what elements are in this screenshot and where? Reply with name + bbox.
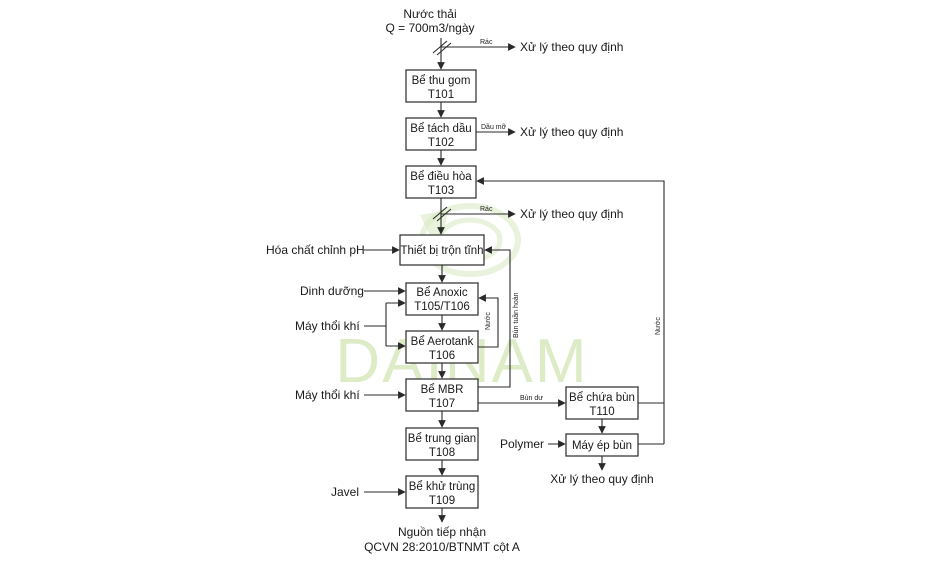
main-flow-lines — [432, 38, 452, 523]
svg-text:T110: T110 — [589, 406, 614, 418]
svg-text:Bể MBR: Bể MBR — [421, 384, 464, 396]
label-nuoc-1: Nước — [485, 312, 492, 330]
svg-text:T101: T101 — [428, 89, 454, 101]
disposal-4: Xử lý theo quy định — [550, 472, 653, 486]
svg-text:Bể chứa bùn: Bể chứa bùn — [569, 392, 635, 404]
input-chem-ph: Hóa chất chỉnh pH — [266, 243, 365, 257]
box-t101: Bể thu gom T101 — [405, 69, 477, 103]
disposal-2: Xử lý theo quy định — [520, 125, 623, 139]
recirculation-lines — [476, 177, 665, 445]
svg-text:T103: T103 — [428, 185, 454, 197]
svg-text:T106: T106 — [429, 350, 455, 362]
svg-text:T109: T109 — [429, 495, 455, 507]
box-anoxic: Bể Anoxic T105/T106 — [405, 282, 479, 316]
box-t102: Bể tách dầu T102 — [405, 117, 477, 151]
label-dau-mo: Dầu mỡ — [481, 122, 507, 131]
svg-text:Thiết bị trộn tĩnh: Thiết bị trộn tĩnh — [400, 245, 483, 257]
svg-text:T105/T106: T105/T106 — [414, 301, 470, 313]
input-nutrient: Dinh dưỡng — [300, 284, 364, 298]
svg-text:Bể tách dầu: Bể tách dầu — [410, 123, 471, 135]
box-t109: Bể khử trùng T109 — [405, 475, 479, 509]
discharge-standard: QCVN 28:2010/BTNMT cột A — [364, 540, 520, 554]
svg-text:Máy ép bùn: Máy ép bùn — [572, 440, 632, 452]
svg-text:Bể trung gian: Bể trung gian — [408, 433, 476, 445]
side-input-lines — [364, 246, 566, 496]
label-rac-2: Rác — [480, 206, 493, 213]
input-flow: Q = 700m3/ngày — [385, 21, 474, 35]
disposal-1: Xử lý theo quy định — [520, 40, 623, 54]
label-nuoc-2: Nước — [655, 317, 662, 335]
discharge-receiver: Nguồn tiếp nhận — [398, 525, 486, 539]
svg-text:Bể thu gom: Bể thu gom — [412, 75, 471, 87]
svg-text:Bể điều hòa: Bể điều hòa — [410, 171, 472, 183]
svg-text:T108: T108 — [429, 447, 455, 459]
label-rac-1: Rác — [480, 39, 493, 46]
svg-text:T102: T102 — [428, 137, 454, 149]
svg-text:T107: T107 — [429, 398, 455, 410]
label-bun-tuan-hoan: Bùn tuần hoàn — [511, 292, 520, 338]
disposal-branches — [441, 43, 606, 471]
box-t103: Bể điều hòa T103 — [405, 165, 477, 199]
svg-text:Bể Anoxic: Bể Anoxic — [416, 287, 467, 299]
svg-text:Bể khử trùng: Bể khử trùng — [409, 481, 476, 493]
input-blower-2: Máy thổi khí — [295, 388, 360, 402]
svg-text:Bể Aerotank: Bể Aerotank — [411, 336, 474, 348]
input-blower-1: Máy thổi khí — [295, 319, 360, 333]
disposal-3: Xử lý theo quy định — [520, 207, 623, 221]
input-javel: Javel — [331, 485, 359, 499]
box-mbr: Bể MBR T107 — [405, 378, 479, 412]
box-sludge-press: Máy ép bùn — [565, 433, 639, 457]
label-bun-du: Bùn dư — [520, 395, 543, 402]
box-t110: Bể chứa bùn T110 — [565, 386, 639, 420]
box-static-mixer: Thiết bị trộn tĩnh — [399, 234, 485, 266]
input-title: Nước thải — [403, 7, 456, 21]
input-polymer: Polymer — [500, 437, 544, 451]
box-t108: Bể trung gian T108 — [405, 427, 479, 461]
box-aerotank: Bể Aerotank T106 — [405, 330, 479, 364]
